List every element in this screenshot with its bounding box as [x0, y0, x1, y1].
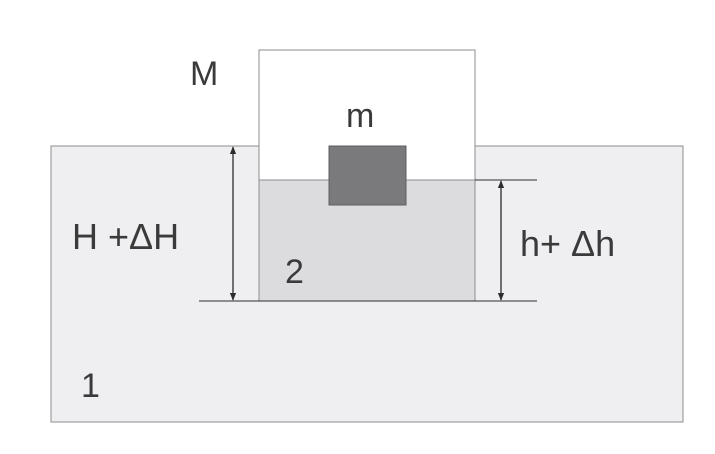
- container-mass-label: M: [190, 55, 218, 93]
- outer-depth-label: H +ΔH: [72, 216, 179, 257]
- block-mass-label: m: [346, 97, 374, 135]
- region-outer-label: 1: [81, 367, 100, 405]
- region-inner-label: 2: [285, 253, 304, 291]
- inner-depth-label: h+ Δh: [520, 223, 615, 264]
- floating-block: [328, 145, 407, 206]
